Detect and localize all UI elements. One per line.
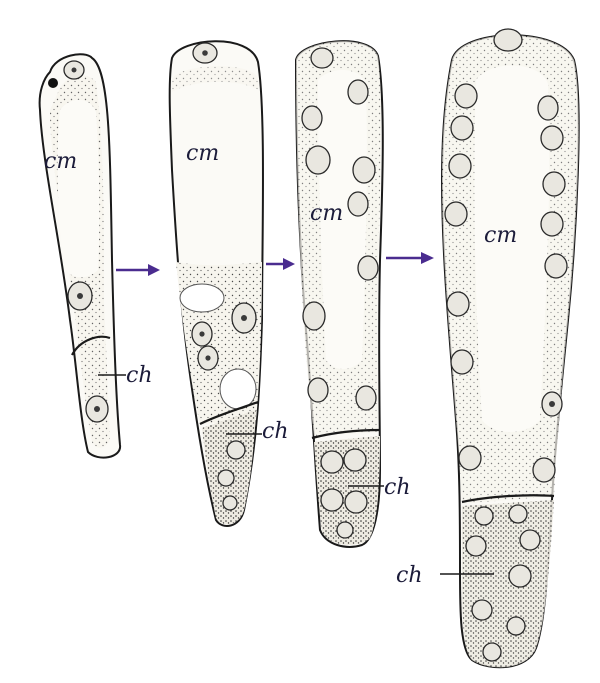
cell-2-nucleolus-c xyxy=(205,355,210,360)
cell-4-nucleus-6 xyxy=(449,154,471,178)
cell-3-nucleus-1 xyxy=(311,48,333,68)
label-ch-cell-2: ch xyxy=(262,419,289,444)
cell-3-ch-nucleus-2 xyxy=(344,449,366,471)
cell-2-ch-nucleus-1 xyxy=(227,441,245,459)
cell-4-central-region xyxy=(474,65,549,432)
cell-1-dark-tip xyxy=(48,78,58,88)
cell-1-central-vacuole xyxy=(57,100,99,278)
cell-4-nucleus-4 xyxy=(451,116,473,140)
cell-3-nucleus-4 xyxy=(306,146,330,174)
cell-4-nucleus-12 xyxy=(451,350,473,374)
cell-3-ch-nucleus-3 xyxy=(321,489,343,511)
cell-2-nucleolus-b xyxy=(199,331,204,336)
cell-4-ch-nucleus-1 xyxy=(475,507,493,525)
label-ch-cell-3: ch xyxy=(384,475,411,500)
cell-3-nucleus-10 xyxy=(356,386,376,410)
cell-4-chlamydospore-region xyxy=(462,500,554,667)
label-cm-cell-2: cm xyxy=(186,141,219,166)
label-ch-cell-4: ch xyxy=(396,563,423,588)
cell-4-ch-nucleus-3 xyxy=(520,530,540,550)
cell-4-ch-nucleus-7 xyxy=(507,617,525,635)
cell-4-ch-nucleus-5 xyxy=(509,565,531,587)
cell-4-nucleus-3 xyxy=(538,96,558,120)
cell-3-ch-nucleus-5 xyxy=(337,522,353,538)
cell-stage-2 xyxy=(170,41,263,526)
cell-4-nucleus-1 xyxy=(494,29,522,51)
label-cm-cell-1: cm xyxy=(44,149,77,174)
cell-2-ch-nucleus-2 xyxy=(218,470,234,486)
cell-4-nucleus-7 xyxy=(543,172,565,196)
arrow-stage-2-to-3 xyxy=(266,258,295,270)
cell-stage-4 xyxy=(442,29,579,667)
cell-4-ch-nucleus-4 xyxy=(466,536,486,556)
cell-4-ch-nucleus-2 xyxy=(509,505,527,523)
arrow-stage-3-to-4 xyxy=(386,252,434,264)
cell-4-nucleus-8 xyxy=(445,202,467,226)
cell-2-vacuole-1 xyxy=(180,284,224,312)
cell-4-ch-nucleus-8 xyxy=(483,643,501,661)
cell-1-nucleolus-upper xyxy=(77,293,83,299)
cell-4-nucleus-9 xyxy=(541,212,563,236)
cell-2-nucleolus-a xyxy=(241,315,247,321)
cell-4-nucleus-11 xyxy=(447,292,469,316)
cell-1-nucleolus-lower xyxy=(94,406,100,412)
cell-4-nucleolus-13 xyxy=(549,401,555,407)
cell-2-vacuole-2 xyxy=(220,369,256,409)
cell-4-nucleus-2 xyxy=(455,84,477,108)
cell-3-nucleus-5 xyxy=(353,157,375,183)
cell-4-ch-nucleus-6 xyxy=(472,600,492,620)
cell-3-nucleus-8 xyxy=(303,302,325,330)
cell-4-nucleus-14 xyxy=(459,446,481,470)
cell-3-nucleus-7 xyxy=(358,256,378,280)
arrow-stage-1-to-2 xyxy=(116,264,160,276)
cell-4-nucleus-5 xyxy=(541,126,563,150)
cell-stage-3 xyxy=(296,41,383,547)
cell-3-ch-nucleus-4 xyxy=(345,491,367,513)
label-ch-cell-1: ch xyxy=(126,363,153,388)
cell-stage-1 xyxy=(40,54,121,457)
cell-3-nucleus-2 xyxy=(348,80,368,104)
cell-4-nucleus-15 xyxy=(533,458,555,482)
cell-2-ch-nucleus-3 xyxy=(223,496,237,510)
label-cm-cell-4: cm xyxy=(484,223,517,248)
cell-1-apical-nucleolus xyxy=(72,68,77,73)
cell-3-nucleus-6 xyxy=(348,192,368,216)
cell-3-nucleus-3 xyxy=(302,106,322,130)
label-cm-cell-3: cm xyxy=(310,201,343,226)
cell-2-apical-nucleolus xyxy=(202,50,208,56)
cell-4-nucleus-10 xyxy=(545,254,567,278)
cell-3-nucleus-9 xyxy=(308,378,328,402)
cell-3-ch-nucleus-1 xyxy=(321,451,343,473)
